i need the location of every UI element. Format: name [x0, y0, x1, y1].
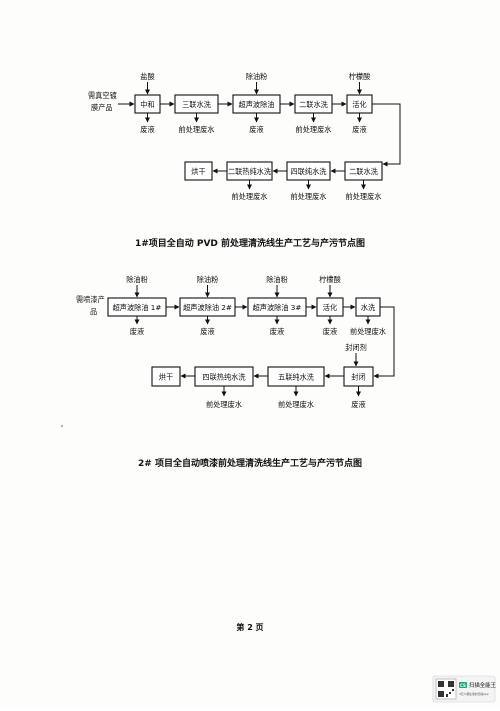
page-number: 第 2 页	[236, 622, 263, 632]
d1-step-neutralize-label: 中和	[140, 100, 154, 109]
watermark-logo: CS	[460, 683, 466, 688]
d2-input-degreaser-3: 除油粉	[266, 275, 288, 284]
d2-step-seal-label: 封闭	[351, 373, 365, 382]
d1-step-double-rinse-b-label: 二联水洗	[349, 167, 378, 176]
d1-input-line2: 膜产品	[91, 103, 113, 112]
d2-step-five-pure-rinse-label: 五联纯水洗	[278, 373, 314, 382]
d1-input-citric: 柠檬酸	[349, 72, 371, 81]
d2-input-degreaser-2: 除油粉	[197, 275, 219, 284]
d1-out-wastewater-4: 前处理废水	[291, 192, 327, 201]
d1-step-ultrasonic-degrease-label: 超声波除油	[239, 100, 275, 109]
d2-out-wastewater-1: 前处理废水	[350, 327, 386, 336]
d1-out-wastewater-1: 前处理废水	[179, 125, 215, 134]
d2-out-waste-3: 废液	[270, 327, 284, 336]
figure-caption-1: 1#项目全自动 PVD 前处理清洗线生产工艺与产污节点图	[135, 237, 365, 249]
d2-input-degreaser-1: 除油粉	[126, 275, 148, 284]
d1-input-degreaser: 除油粉	[246, 72, 268, 81]
d1-step-activation-label: 活化	[352, 100, 366, 109]
figure-caption-2: 2# 项目全自动喷漆前处理清洗线生产工艺与产污节点图	[138, 457, 362, 469]
d1-input-line1: 需真空镀	[88, 91, 117, 100]
d2-input-line2: 品	[90, 307, 97, 316]
d1-out-wastewater-5: 前处理废水	[232, 192, 268, 201]
d1-input-hcl: 盐酸	[140, 72, 154, 81]
d2-step-four-hot-pure-rinse-label: 四联热纯水洗	[202, 373, 245, 382]
camscanner-logo-icon	[459, 682, 467, 688]
d2-step-dry-label: 烘干	[159, 373, 173, 382]
d2-step-rinse-label: 水洗	[361, 303, 375, 312]
d2-input-citric: 柠檬酸	[319, 275, 341, 284]
d1-step-triple-rinse-label: 三联水洗	[182, 100, 211, 109]
d1-out-waste-1: 废液	[140, 125, 154, 134]
d2-step-ultrasonic-1-label: 超声波除油 1#	[113, 303, 162, 312]
d1-step-double-rinse-a-label: 二联水洗	[299, 100, 328, 109]
d2-out-wastewater-2: 前处理废水	[278, 400, 314, 409]
d1-out-wastewater-3: 前处理废水	[346, 192, 382, 201]
d2-out-wastewater-3: 前处理废水	[206, 400, 242, 409]
watermark-slogan: 3亿人都在用的扫描App	[459, 692, 489, 696]
d2-step-dry	[151, 366, 181, 387]
d1-out-waste-2: 废液	[249, 125, 263, 134]
d1-step-dry-label: 烘干	[191, 167, 205, 176]
d2-step-ultrasonic-2-label: 超声波除油 2#	[183, 303, 232, 312]
flow-diagram-1: 需真空镀 膜产品 中和 三联水洗 超声波除油 二联水洗 活化 盐酸 除油粉 柠檬…	[88, 72, 401, 201]
d1-out-waste-3: 废液	[352, 125, 366, 134]
d1-step-double-hot-pure-rinse-label: 二联热纯水洗	[228, 167, 271, 176]
d1-step-four-pure-rinse-label: 四联纯水洗	[291, 167, 327, 176]
d1-out-wastewater-2: 前处理废水	[296, 125, 332, 134]
d2-out-waste-4: 废液	[323, 327, 337, 336]
d2-step-activation-label: 活化	[323, 303, 337, 312]
d2-out-waste-1: 废液	[130, 327, 144, 336]
scan-speck	[61, 425, 63, 427]
d2-out-waste-5: 废液	[351, 400, 365, 409]
d2-step-ultrasonic-3-label: 超声波除油 3#	[253, 303, 302, 312]
scanner-watermark: CS 扫描全能王 3亿人都在用的扫描App	[432, 675, 497, 703]
d1-step-dry	[184, 161, 213, 181]
watermark-brand: 扫描全能王	[469, 681, 497, 689]
d2-input-line1: 需喷漆产	[76, 295, 105, 304]
d2-out-waste-2: 废液	[200, 327, 214, 336]
flow-diagram-2: 需喷漆产 品 超声波除油 1# 超声波除油 2# 超声波除油 3# 活化 水洗 …	[76, 275, 395, 409]
d2-input-sealant: 封闭剂	[345, 343, 367, 352]
